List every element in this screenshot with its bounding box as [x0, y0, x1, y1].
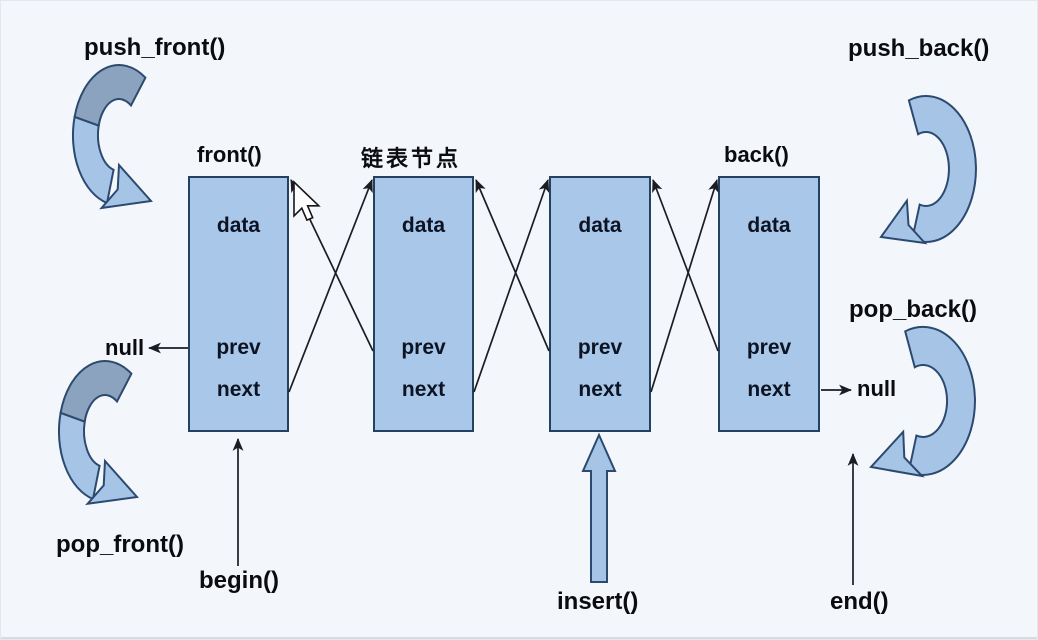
null-left-label: null	[105, 335, 145, 360]
push-back-arrow-icon	[879, 95, 977, 245]
push-front-arrow-icon	[71, 64, 153, 210]
node3-data-field: data	[578, 214, 622, 237]
back-label: back()	[724, 142, 789, 167]
front-label: front()	[197, 142, 262, 167]
next-pointer-3-4	[650, 178, 719, 393]
pop-back-label: pop_back()	[849, 296, 978, 323]
pop-front-arrow-icon	[57, 360, 139, 506]
node-title-label: 链表节点	[361, 146, 462, 171]
node3-prev-field: prev	[577, 336, 623, 359]
null-right-label: null	[857, 376, 897, 401]
list-node-4: data prev next	[718, 176, 820, 432]
node2-next-field: next	[401, 378, 446, 401]
node1-prev-field: prev	[216, 336, 261, 359]
prev-pointer-3-2	[475, 179, 550, 352]
begin-label: begin()	[199, 567, 279, 594]
node4-data-field: data	[747, 214, 791, 237]
node1-data-field: data	[216, 214, 261, 237]
node3-next-field: next	[578, 378, 622, 401]
node4-prev-field: prev	[746, 336, 792, 359]
node4-next-field: next	[747, 378, 791, 401]
node2-prev-field: prev	[401, 336, 446, 359]
prev-pointer-4-3	[652, 178, 719, 352]
list-node-1: data prev next	[188, 176, 289, 432]
prev-pointer-2-1	[290, 179, 374, 352]
pop-front-label: pop_front()	[56, 531, 184, 558]
list-node-2: data prev next	[373, 176, 474, 432]
insert-label: insert()	[557, 588, 639, 615]
insert-arrow-icon	[581, 432, 617, 583]
mouse-cursor-icon	[293, 180, 321, 222]
end-label: end()	[830, 588, 889, 615]
node2-data-field: data	[401, 214, 446, 237]
node1-next-field: next	[216, 378, 261, 401]
next-pointer-1-2	[288, 178, 373, 393]
push-back-label: push_back()	[848, 35, 990, 62]
list-node-3: data prev next	[549, 176, 651, 432]
next-pointer-2-3	[473, 178, 550, 393]
push-front-label: push_front()	[84, 34, 226, 61]
